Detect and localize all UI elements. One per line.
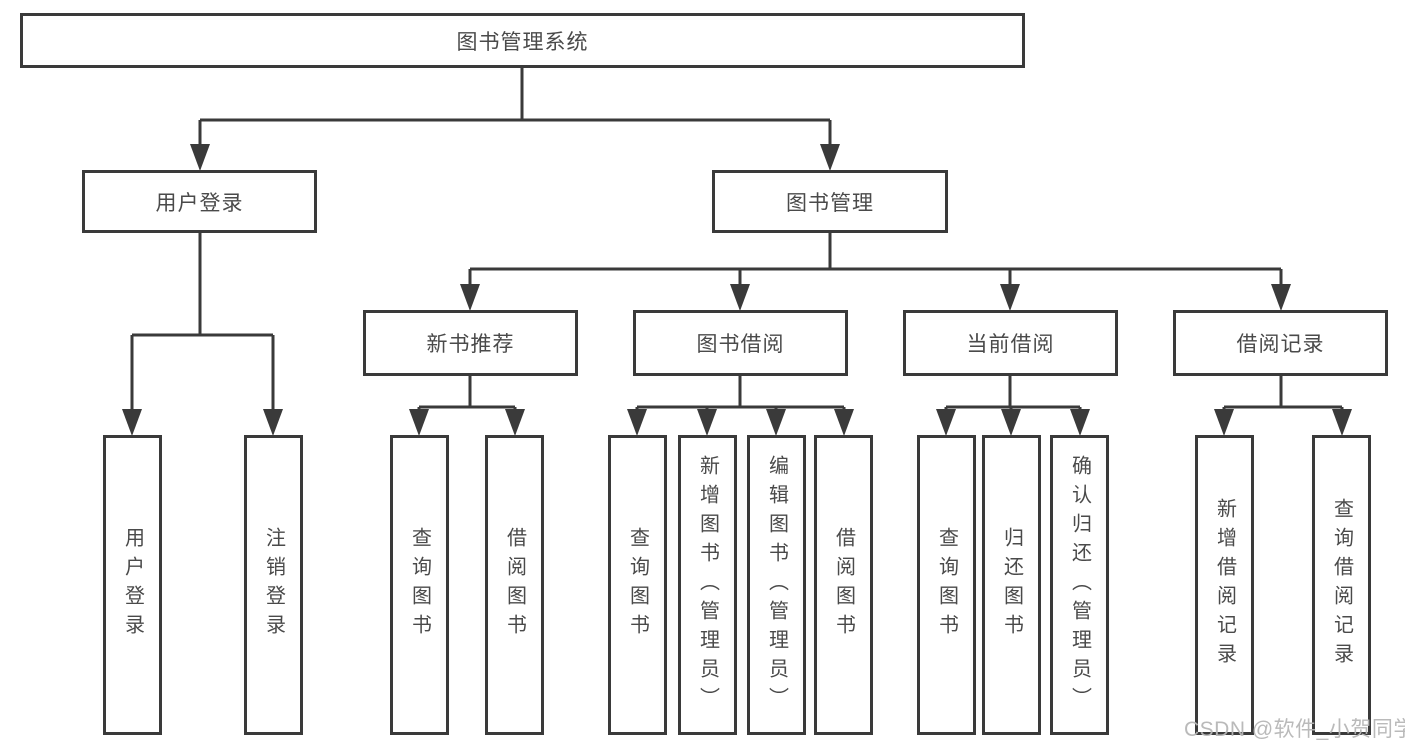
leaf-query-borrow-record-label: 查询借阅记录 <box>1330 498 1353 672</box>
node-user-login-label: 用户登录 <box>155 191 244 215</box>
leaf-add-borrow-record-label: 新增借阅记录 <box>1213 498 1236 672</box>
leaf-query-borrow-record: 查询借阅记录 <box>1312 435 1371 735</box>
leaf-add-borrow-record: 新增借阅记录 <box>1195 435 1254 735</box>
csdn-watermark: CSDN @软件_小贺同学 <box>1184 718 1405 741</box>
node-book-management-label: 图书管理 <box>786 191 874 215</box>
node-root-label: 图书管理系统 <box>456 30 589 54</box>
leaf-confirm-return-admin-label: 确认归还（管理员） <box>1068 454 1091 716</box>
node-book-borrowing-label: 图书借阅 <box>696 333 785 356</box>
leaf-query-books-borrowing: 查询图书 <box>608 435 667 735</box>
leaf-add-book-admin-label: 新增图书（管理员） <box>696 454 719 716</box>
leaf-add-book-admin: 新增图书（管理员） <box>678 435 737 735</box>
leaf-logout: 注销登录 <box>244 435 303 735</box>
node-new-book-recommendation-label: 新书推荐 <box>426 333 515 356</box>
leaf-return-books-label: 归还图书 <box>1000 527 1023 643</box>
leaf-user-login: 用户登录 <box>103 435 162 735</box>
arrowheads <box>122 144 1352 436</box>
node-borrowing-records: 借阅记录 <box>1173 310 1388 376</box>
leaf-return-books: 归还图书 <box>982 435 1041 735</box>
node-user-login: 用户登录 <box>82 170 317 233</box>
leaf-query-books-recommend-label: 查询图书 <box>408 527 431 643</box>
node-book-borrowing: 图书借阅 <box>633 310 848 376</box>
leaf-logout-label: 注销登录 <box>262 527 285 643</box>
node-borrowing-records-label: 借阅记录 <box>1236 333 1325 356</box>
leaf-query-books-current: 查询图书 <box>917 435 976 735</box>
node-current-borrowing: 当前借阅 <box>903 310 1118 376</box>
leaf-borrow-books-label: 借阅图书 <box>832 527 855 643</box>
leaf-confirm-return-admin: 确认归还（管理员） <box>1050 435 1109 735</box>
node-new-book-recommendation: 新书推荐 <box>363 310 578 376</box>
leaf-query-books-current-label: 查询图书 <box>935 527 958 643</box>
leaf-edit-book-admin-label: 编辑图书（管理员） <box>765 454 788 716</box>
node-root-system: 图书管理系统 <box>20 13 1025 68</box>
leaf-borrow-books-recommend: 借阅图书 <box>485 435 544 735</box>
leaf-user-login-label: 用户登录 <box>121 527 144 643</box>
leaf-edit-book-admin: 编辑图书（管理员） <box>747 435 806 735</box>
node-current-borrowing-label: 当前借阅 <box>966 333 1055 356</box>
leaf-borrow-books: 借阅图书 <box>814 435 873 735</box>
leaf-query-books-borrowing-label: 查询图书 <box>626 527 649 643</box>
leaf-borrow-books-recommend-label: 借阅图书 <box>503 527 526 643</box>
node-book-management: 图书管理 <box>712 170 948 233</box>
leaf-query-books-recommend: 查询图书 <box>390 435 449 735</box>
